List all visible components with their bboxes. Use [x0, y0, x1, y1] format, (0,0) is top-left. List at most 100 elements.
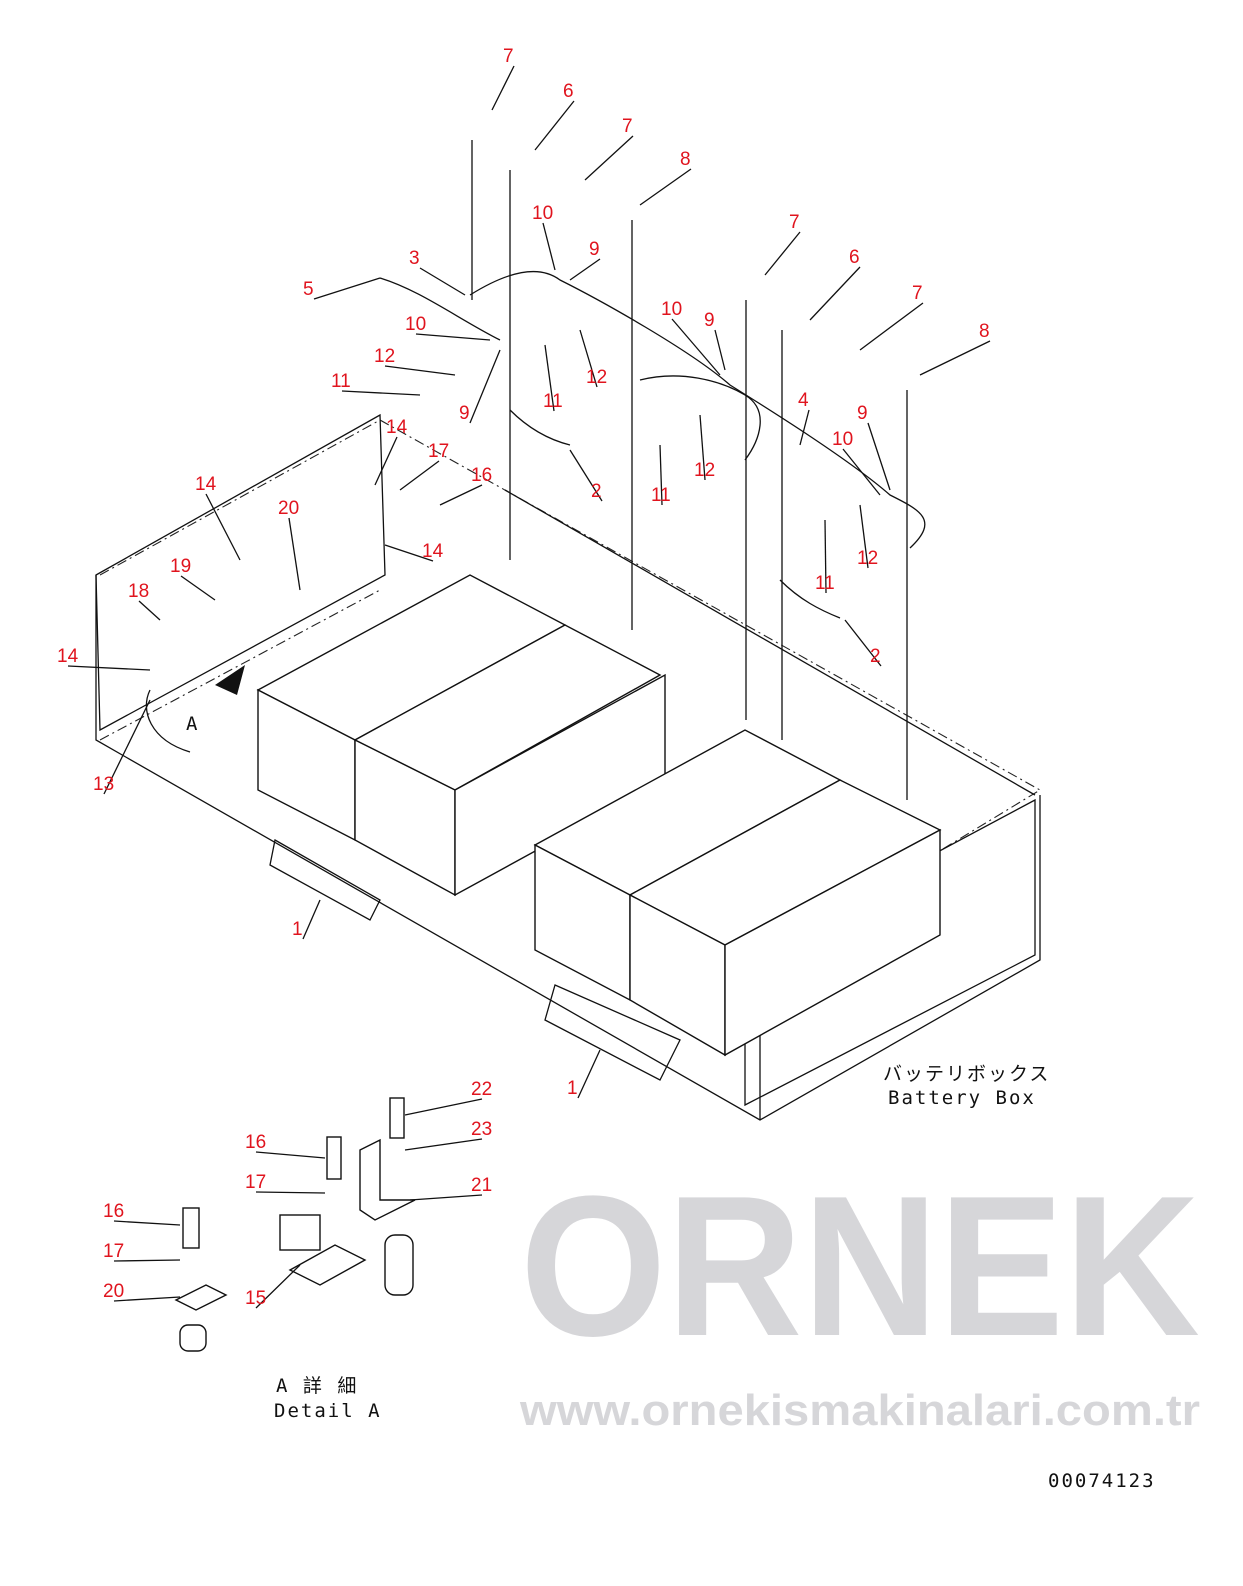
leader-line: [67, 665, 151, 671]
callout-7: 7: [622, 116, 633, 137]
leader-line: [842, 448, 881, 496]
leader-line: [844, 619, 882, 667]
detail-label-jp: A 詳 細: [276, 1375, 358, 1397]
leader-line: [542, 222, 556, 271]
callout-14: 14: [57, 646, 79, 667]
leader-line: [469, 349, 501, 424]
callout-2: 2: [870, 646, 881, 667]
leader-line: [313, 277, 381, 300]
callout-22: 22: [471, 1079, 492, 1100]
callout-1: 1: [567, 1078, 578, 1099]
leader-line: [919, 340, 991, 376]
batteries: [256, 574, 942, 1081]
leader-lines: [67, 65, 991, 1309]
leader-line: [824, 519, 827, 594]
leader-line: [409, 1194, 483, 1201]
callout-numbers: 7678109351012119111210976784910121121211…: [57, 46, 990, 1309]
callout-7: 7: [789, 212, 800, 233]
detail-a-parts: [174, 665, 416, 1352]
leader-line: [255, 1191, 326, 1194]
callout-5: 5: [303, 279, 314, 300]
callout-11: 11: [543, 391, 563, 412]
callout-12: 12: [857, 548, 878, 569]
leader-line: [180, 575, 216, 601]
callout-14: 14: [386, 417, 408, 438]
leader-line: [103, 699, 151, 795]
leader-line: [439, 484, 483, 506]
leader-line: [584, 135, 634, 181]
leader-line: [577, 1049, 601, 1099]
leader-line: [859, 504, 869, 569]
leader-line: [404, 1138, 483, 1151]
callout-16: 16: [103, 1201, 124, 1222]
callout-4: 4: [798, 390, 809, 411]
leader-line: [374, 436, 398, 486]
leader-line: [639, 168, 692, 206]
leader-line: [302, 899, 321, 940]
leader-line: [255, 1151, 326, 1159]
callout-11: 11: [331, 371, 351, 392]
callout-12: 12: [374, 346, 395, 367]
leader-line: [569, 449, 603, 502]
watermark-brand: ORNEK: [520, 1155, 1200, 1378]
callout-13: 13: [93, 774, 114, 795]
leader-line: [799, 409, 810, 446]
leader-line: [341, 390, 421, 396]
callout-10: 10: [532, 203, 553, 224]
drawing-number: 00074123: [1048, 1470, 1156, 1492]
leader-line: [714, 329, 726, 371]
leader-line: [415, 333, 491, 341]
callout-20: 20: [103, 1281, 124, 1302]
callout-17: 17: [245, 1172, 266, 1193]
callout-9: 9: [459, 403, 470, 424]
callout-16: 16: [245, 1132, 266, 1153]
leader-line: [255, 1264, 301, 1309]
callout-12: 12: [694, 460, 715, 481]
leader-line: [113, 1220, 181, 1226]
leader-line: [579, 329, 598, 388]
callout-12: 12: [586, 367, 607, 388]
leader-line: [764, 231, 801, 276]
leader-line: [544, 344, 555, 412]
callout-15: 15: [245, 1288, 266, 1309]
leader-line: [859, 302, 924, 351]
callout-8: 8: [680, 149, 691, 170]
leader-line: [404, 1098, 483, 1116]
callout-10: 10: [832, 429, 853, 450]
callout-17: 17: [103, 1241, 124, 1262]
watermark-url: www.ornekismakinalari.com.tr: [519, 1386, 1200, 1435]
callout-6: 6: [849, 247, 860, 268]
leader-line: [569, 258, 601, 281]
leader-line: [419, 267, 466, 296]
leader-line: [384, 365, 456, 376]
callout-9: 9: [857, 403, 868, 424]
leader-line: [399, 460, 440, 491]
callout-19: 19: [170, 556, 191, 577]
callout-14: 14: [422, 541, 444, 562]
callout-23: 23: [471, 1119, 492, 1140]
leader-line: [671, 318, 721, 376]
leader-line: [809, 266, 861, 321]
callout-6: 6: [563, 81, 574, 102]
callout-18: 18: [128, 581, 149, 602]
callout-17: 17: [428, 441, 449, 462]
callout-11: 11: [651, 485, 671, 506]
callout-1: 1: [292, 919, 303, 940]
callout-8: 8: [979, 321, 990, 342]
callout-14: 14: [195, 474, 217, 495]
callout-3: 3: [409, 248, 420, 269]
callout-9: 9: [589, 239, 600, 260]
battery-box-label-en: Battery Box: [888, 1087, 1036, 1109]
leader-line: [491, 65, 515, 111]
leader-line: [867, 422, 891, 491]
leader-line: [699, 414, 706, 481]
detail-marker: A: [186, 713, 199, 735]
callout-10: 10: [661, 299, 682, 320]
callout-7: 7: [912, 283, 923, 304]
cables: [145, 140, 926, 800]
leader-line: [205, 493, 241, 561]
callout-21: 21: [471, 1175, 492, 1196]
callout-7: 7: [503, 46, 514, 67]
